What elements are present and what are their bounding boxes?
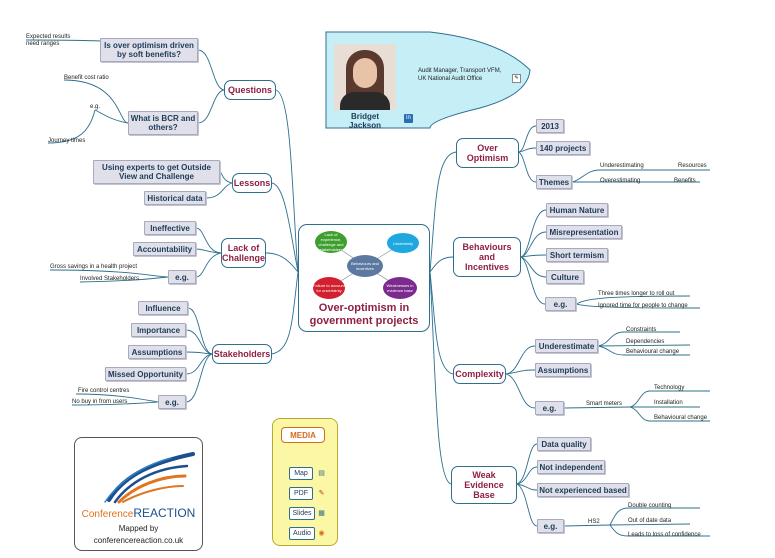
node-importance[interactable]: Importance [131,323,186,337]
node-lack-eg[interactable]: e.g. [168,270,196,284]
leaf-loss-of-confidence: Leads to loss of confidence [628,532,701,538]
node-weak-evidence-eg[interactable]: e.g. [537,519,564,533]
node-assumptions-left[interactable]: Assumptions [128,345,186,359]
logo-mapped-by: Mapped by [118,524,159,533]
node-140-projects[interactable]: 140 projects [536,141,590,155]
logo-swoosh-icon [104,452,195,504]
leaf-smart-meters: Smart meters [586,401,623,407]
node-accountability[interactable]: Accountability [133,242,196,256]
node-2013[interactable]: 2013 [536,119,564,133]
node-not-experienced-based[interactable]: Not experienced based [537,483,629,497]
node-behaviours-incentives[interactable]: Behaviours and Incentives [453,237,521,277]
note-icon[interactable]: ✎ [512,74,521,83]
node-what-is-bcr[interactable]: What is BCR and others? [128,111,198,135]
node-stakeholders-eg[interactable]: e.g. [158,395,186,409]
node-culture[interactable]: Culture [546,270,584,284]
node-questions[interactable]: Questions [224,80,276,100]
media-panel: MEDIA Map ▤ PDF ✎ Slides ▦ Audio ◉ [272,418,338,546]
leaf-resources: Resources [678,163,707,169]
photo-shoulders [340,92,390,110]
leaf-dependencies: Dependencies [626,339,665,345]
media-slides-link[interactable]: Slides [289,507,315,520]
leaf-double-counting: Double counting [628,503,672,509]
conference-reaction-logo-box[interactable]: ConferenceREACTION Mapped by conferencer… [74,437,203,551]
node-influence[interactable]: Influence [138,301,188,315]
leaf-behavioural-change-2: Behavioural change [654,415,708,421]
leaf-underestimating: Underestimating [600,163,644,169]
node-using-experts[interactable]: Using experts to get Outside View and Ch… [93,160,220,184]
node-complexity-eg[interactable]: e.g. [535,401,564,415]
profile-role: Audit Manager, Transport VFM, [418,68,502,74]
node-assumptions-right[interactable]: Assumptions [535,363,591,377]
node-complexity[interactable]: Complexity [453,364,506,384]
leaf-technology: Technology [654,385,685,391]
pdf-icon[interactable]: ✎ [318,490,325,497]
node-over-optimism[interactable]: Over Optimism [456,138,519,168]
leaf-benefits: Benefits [674,178,696,184]
slides-icon[interactable]: ▦ [318,510,325,517]
leaf-eg: e.g. [90,104,101,110]
map-icon[interactable]: ▤ [318,470,325,477]
central-topic[interactable]: Lack of experience, challenge and stakeh… [298,224,430,332]
leaf-hs2: HS2 [588,519,600,525]
leaf-out-of-date-data: Out of date data [628,518,672,524]
media-audio-link[interactable]: Audio [289,527,315,540]
node-behaviours-eg[interactable]: e.g. [545,297,576,311]
logo-brand: ConferenceREACTION [75,504,202,522]
leaf-ignored-time: Ignored time for people to change [598,303,688,309]
media-pdf-link[interactable]: PDF [289,487,313,500]
central-topic-title: Over-optimism in government projects [309,302,419,327]
audio-icon[interactable]: ◉ [318,530,325,537]
photo-face [353,58,377,88]
node-lessons[interactable]: Lessons [232,173,272,193]
leaf-installation: Installation [654,400,683,406]
media-title: MEDIA [281,427,325,443]
bubble-weak-evidence: Weaknesses in evidence base [383,277,417,299]
bubble-lack-of-experience: Lack of experience, challenge and stakeh… [315,231,347,253]
node-lack-of-challenge[interactable]: Lack of Challenge [221,238,266,268]
profile-org: UK National Audit Office [418,76,483,82]
node-themes[interactable]: Themes [536,175,572,189]
media-map-link[interactable]: Map [289,467,313,480]
leaf-involved-stakeholders: Involved Stakeholders [80,276,140,282]
logo-brand-reaction: REACTION [133,506,196,520]
bubble-failure-uncertainty: Failure to account for uncertainty [313,277,345,299]
center-graphic: Lack of experience, challenge and stakeh… [307,229,423,299]
leaf-fire-control: Fire control centres [78,388,130,394]
node-data-quality[interactable]: Data quality [537,437,591,451]
leaf-overestimating: Overestimating [600,178,641,184]
node-historical-data[interactable]: Historical data [144,191,206,205]
node-short-termism[interactable]: Short termism [546,248,608,262]
bubble-behaviours: Behaviours and incentives [347,255,383,277]
logo-brand-conference: Conference [81,509,134,520]
leaf-behavioural-change-1: Behavioural change [626,349,680,355]
profile-photo [334,44,396,110]
node-weak-evidence-base[interactable]: Weak Evidence Base [451,466,517,504]
node-underestimate[interactable]: Underestimate [535,339,598,353]
leaf-three-times-longer: Three times longer to roll out [598,291,675,297]
node-stakeholders[interactable]: Stakeholders [212,344,272,364]
node-ineffective[interactable]: Ineffective [144,221,196,235]
profile-name: Bridget Jackson [348,112,382,130]
leaf-no-buy-in: No buy in from users [72,399,128,405]
leaf-gross-savings: Gross savings in a health project [50,264,138,270]
node-over-optimism-soft-benefits[interactable]: Is over optimism driven by soft benefits… [100,38,198,62]
leaf-expected-results: Expected results need ranges [26,34,71,47]
node-human-nature[interactable]: Human Nature [546,203,608,217]
logo-site-link[interactable]: conferencereaction.co.uk [93,536,184,545]
node-misrepresentation[interactable]: Misrepresentation [546,225,622,239]
bubble-uncertainty: Uncertainty [387,233,419,253]
leaf-constraints: Constraints [626,327,657,333]
leaf-benefit-cost-ratio: Benefit cost ratio [64,75,109,81]
node-not-independent[interactable]: Not independent [537,460,605,474]
linkedin-icon[interactable]: in [404,114,413,123]
leaf-journey-times: Journey times [48,138,86,144]
node-missed-opportunity[interactable]: Missed Opportunity [105,367,186,381]
